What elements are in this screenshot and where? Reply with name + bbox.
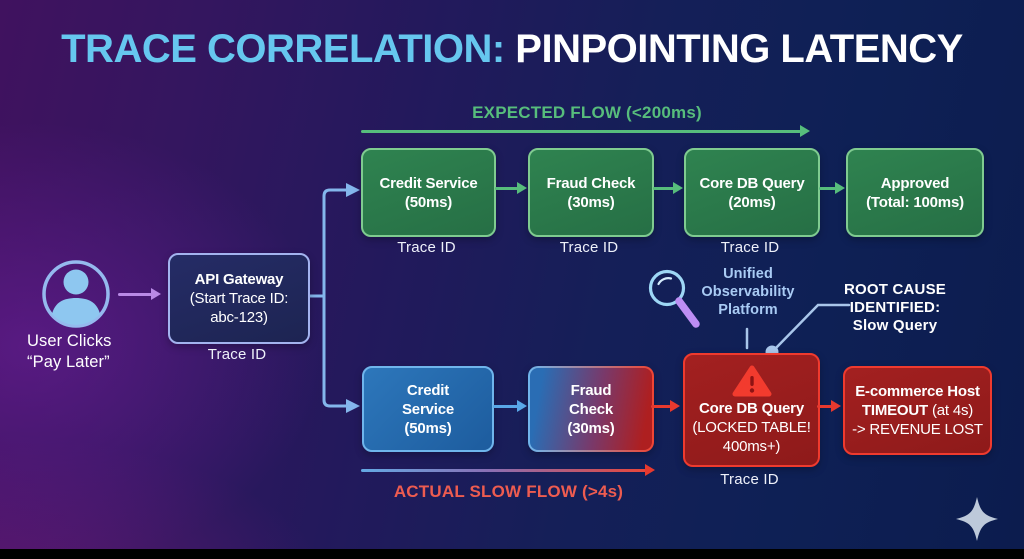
node-fraud-check-slow: Fraud Check (30ms) [528,366,654,452]
node-title: Credit [406,381,450,399]
arrow-user-to-gateway [118,288,161,300]
node-title: E-commerce Host [855,383,980,400]
node-title: Fraud [570,381,612,399]
trace-id-label: Trace ID [720,239,780,256]
title-accent: TRACE CORRELATION: [61,27,505,71]
observability-line2: Observability [701,284,795,300]
node-latency: (30ms) [567,419,615,437]
node-detail: abc-123) [210,309,268,326]
expected-flow-arrow [361,125,810,137]
actual-flow-label: ACTUAL SLOW FLOW (>4s) [393,482,624,501]
bottom-bar [0,549,1024,559]
observability-line1: Unified [723,266,773,282]
user-caption-line2: “Pay Later” [27,353,110,371]
actual-flow-arrow [361,464,655,476]
node-detail: TIMEOUT (at 4s) [862,401,973,420]
node-detail: -> REVENUE LOST [852,421,983,438]
node-latency: (20ms) [728,193,776,211]
root-cause-caption: ROOT CAUSE IDENTIFIED: Slow Query [806,281,984,335]
expected-flow-label: EXPECTED FLOW (<200ms) [472,103,702,122]
node-credit-service-fast: Credit Service (50ms) [361,148,496,237]
node-api-gateway: API Gateway (Start Trace ID: abc-123) [168,253,310,344]
node-title: Fraud Check [546,174,636,192]
node-latency: (50ms) [404,193,453,211]
node-detail: 400ms+) [722,437,781,455]
trace-id-label: Trace ID [397,239,456,256]
node-core-db-fast: Core DB Query (20ms) [684,148,820,237]
arrow-slow-3 [817,400,841,412]
node-credit-service-slow: Credit Service (50ms) [362,366,494,452]
node-title: API Gateway [194,271,284,288]
arrow-slow-1 [493,400,527,412]
timeout-rest: (at 4s) [928,402,974,419]
node-fraud-check-fast: Fraud Check (30ms) [528,148,654,237]
node-core-db-slow: Core DB Query (LOCKED TABLE! 400ms+) [683,353,820,467]
node-ecommerce-timeout: E-commerce Host TIMEOUT (at 4s) -> REVEN… [843,366,992,455]
trace-id-label: Trace ID [720,471,779,488]
page-title: TRACE CORRELATION: PINPOINTING LATENCY [0,27,1024,72]
title-rest: PINPOINTING LATENCY [504,27,963,71]
node-title: Check [568,400,614,418]
node-title: Service [402,400,454,418]
trace-id-label: Trace ID [559,239,619,256]
user-icon [42,260,110,328]
node-latency: (30ms) [567,193,615,211]
root-cause-line1: ROOT CAUSE IDENTIFIED: [843,281,946,316]
node-detail: (Start Trace ID: [189,290,289,307]
node-detail: (LOCKED TABLE! [692,418,811,436]
node-latency: (50ms) [404,419,452,437]
node-title: Credit Service [379,174,478,192]
arrow-fast-2 [653,182,683,194]
user-caption-line1: User Clicks [27,332,112,350]
timeout-bold: TIMEOUT [861,402,928,419]
observability-line3: Platform [718,302,778,318]
magnifier-icon [648,269,700,328]
observability-caption: Unified Observability Platform [697,265,799,319]
node-title: Core DB Query [699,399,804,417]
arrow-fast-3 [819,182,845,194]
node-title: Core DB Query [699,174,805,192]
user-caption: User Clicks “Pay Later” [27,331,112,373]
trace-id-label: Trace ID [207,346,267,363]
arrow-fast-1 [495,182,527,194]
sparkle-icon [956,497,998,541]
node-title: Approved [880,174,950,192]
branch-connector [304,183,360,413]
node-latency: (Total: 100ms) [866,193,964,211]
warning-icon [732,365,771,396]
arrow-slow-2 [651,400,680,412]
node-approved: Approved (Total: 100ms) [846,148,984,237]
root-cause-line2: Slow Query [852,317,938,334]
